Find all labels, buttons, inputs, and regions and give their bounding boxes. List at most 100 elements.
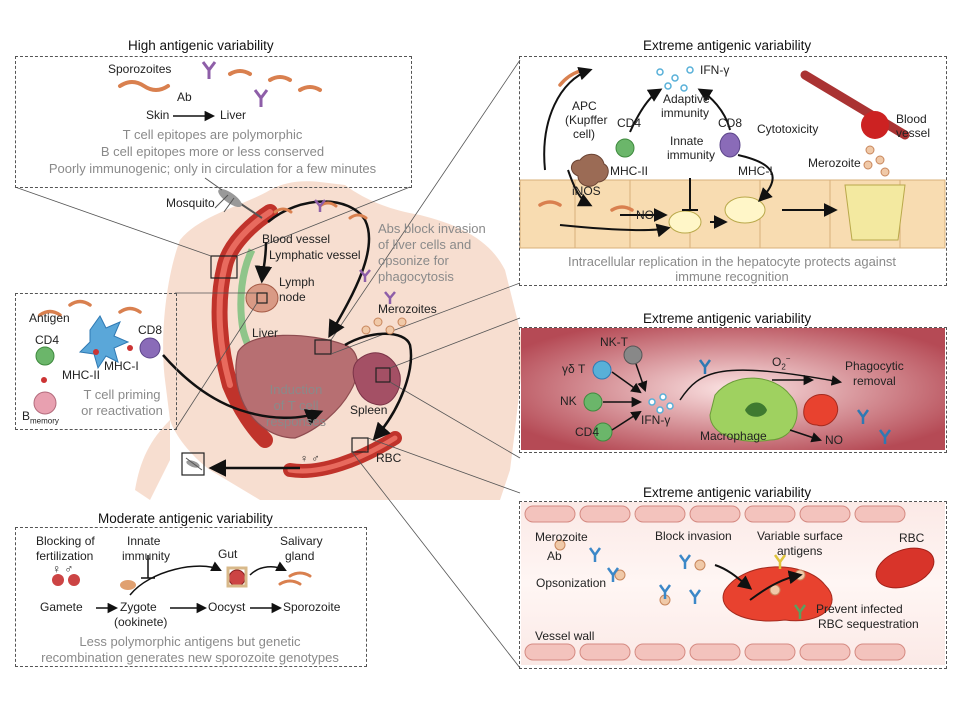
- bottom-left-title: Moderate antigenic variability: [98, 511, 273, 526]
- mhc2-label-top: MHC-II: [610, 164, 648, 178]
- mhc1-label-top: MHC-I: [738, 164, 773, 178]
- induction-line3: responses: [266, 414, 326, 429]
- priming-line1: T cell priming: [83, 387, 161, 402]
- inos-label: iNOS: [572, 184, 601, 198]
- apc-line1: APC: [572, 99, 597, 113]
- liver-organ: [235, 334, 359, 439]
- cd4-label-lymph: CD4: [35, 333, 60, 347]
- salivary-line2: gland: [285, 549, 315, 563]
- gametes-body-symbols: ♀ ♂: [300, 453, 320, 465]
- lifecycle-arrows: [162, 200, 413, 477]
- opsonization-label: Opsonization: [536, 576, 607, 590]
- mosquito-icon: [204, 177, 263, 219]
- cd4-label-top: CD4: [617, 116, 642, 130]
- bottom-left-line2: recombination generates new sporozoite g…: [41, 650, 339, 665]
- top-left-box: [15, 56, 412, 188]
- top-right-title: Extreme antigenic variability: [643, 38, 812, 53]
- abs-line4: phagocytosis: [378, 269, 454, 284]
- top-right-caption2: immune recognition: [675, 269, 789, 284]
- abs-line1: Abs block invasion: [378, 221, 486, 236]
- apc-line2: (Kupffer: [565, 113, 608, 127]
- blood-label-2: vessel: [896, 126, 931, 140]
- bottom-right-box: [519, 501, 947, 669]
- sporozoites-label: Sporozoites: [108, 62, 172, 76]
- blood-vessel-label: Blood vessel: [262, 232, 331, 246]
- gender-symbols: ♀ ♂: [52, 562, 74, 576]
- mhc2-label-lymph: MHC-II: [62, 368, 100, 382]
- cd4-label-mid: CD4: [575, 425, 600, 439]
- zygote-label: Zygote: [120, 600, 157, 614]
- o2-label: O2−: [772, 354, 791, 372]
- top-right-panel-graphics: [519, 66, 946, 249]
- nkt-label: NK-T: [600, 335, 628, 349]
- lymph-label-2: node: [279, 290, 306, 304]
- top-right-caption1: Intracellular replication in the hepatoc…: [567, 254, 897, 269]
- no-label-top: NO: [636, 208, 654, 222]
- bottom-left-illustration: [52, 555, 312, 614]
- prevent-line1: Prevent infected: [816, 602, 903, 616]
- lymphatic-vessel-label: Lymphatic vessel: [269, 248, 361, 262]
- cd8-label-top: CD8: [718, 116, 743, 130]
- blood-label-1: Blood: [896, 112, 927, 126]
- variable-line1: Variable surface: [757, 529, 843, 543]
- gamete-label: Gamete: [40, 600, 83, 614]
- induction-line2: of T cell: [273, 398, 319, 413]
- macrophage-label: Macrophage: [700, 429, 767, 443]
- mosquito-small-icon: [185, 457, 203, 471]
- liver-label-top: Liver: [220, 108, 247, 122]
- ifn-label-mid: IFN-γ: [641, 413, 671, 427]
- bottom-left-box: [15, 527, 367, 667]
- antigen-label: Antigen: [29, 311, 70, 325]
- phago-line2: removal: [853, 374, 896, 388]
- gdt-label: γδ T: [562, 362, 586, 376]
- top-right-box: [519, 56, 947, 286]
- ab-label: Ab: [177, 90, 192, 104]
- ifn-label-top: IFN-γ: [700, 63, 730, 77]
- adaptive-line2: immunity: [661, 106, 710, 120]
- b-memory-label: Bmemory: [22, 409, 59, 426]
- induction-line1: Induction: [269, 382, 323, 397]
- bottom-left-line1: Less polymorphic antigens but genetic: [79, 634, 301, 649]
- innate-line2: immunity: [122, 549, 171, 563]
- mosquito-zoom-box: [181, 452, 205, 476]
- lymph-node: [245, 283, 279, 313]
- rbc-body-label: RBC: [376, 451, 402, 465]
- mid-right-box: [519, 327, 947, 453]
- bottom-right-panel-graphics: [521, 502, 945, 665]
- skin-label: Skin: [146, 108, 170, 122]
- rbc-label-bottom: RBC: [899, 531, 925, 545]
- spleen-label: Spleen: [350, 403, 388, 417]
- innate-line1: Innate: [127, 534, 161, 548]
- apc-line3: cell): [573, 127, 596, 141]
- top-left-illustration: [118, 61, 322, 122]
- abs-line3: opsonize for: [378, 253, 449, 268]
- mosquito-label: Mosquito: [166, 196, 215, 210]
- vessel-wall-label: Vessel wall: [535, 629, 595, 643]
- variable-line2: antigens: [777, 544, 823, 558]
- lymph-label-1: Lymph: [279, 275, 315, 289]
- spleen-organ: [352, 352, 401, 406]
- sporozoite-label: Sporozoite: [283, 600, 341, 614]
- priming-line2: or reactivation: [81, 403, 163, 418]
- top-left-title: High antigenic variability: [128, 38, 274, 53]
- phago-line1: Phagocytic: [845, 359, 904, 373]
- salivary-line1: Salivary: [280, 534, 323, 548]
- merozoite-dots-body: [361, 317, 407, 335]
- gut-label: Gut: [218, 547, 238, 561]
- no-label-mid: NO: [825, 433, 843, 447]
- antibody-shapes-body: [314, 199, 396, 304]
- blocking-line2: fertilization: [36, 549, 94, 563]
- abs-line2: of liver cells and: [378, 237, 472, 252]
- merozoite-label-top: Merozoite: [808, 156, 861, 170]
- lymph-box-illustration: [33, 299, 161, 415]
- top-left-line3: Poorly immunogenic; only in circulation …: [48, 161, 377, 176]
- cd8-label-lymph: CD8: [138, 323, 163, 337]
- rbc-vessel: [283, 431, 402, 478]
- liver-body-label: Liver: [252, 326, 279, 340]
- mid-right-panel-graphics: [521, 328, 945, 450]
- mid-right-title: Extreme antigenic variability: [643, 311, 812, 326]
- bottom-right-title: Extreme antigenic variability: [643, 485, 812, 500]
- prevent-line2: RBC sequestration: [818, 617, 919, 631]
- ab-label-bottom: Ab: [547, 549, 562, 563]
